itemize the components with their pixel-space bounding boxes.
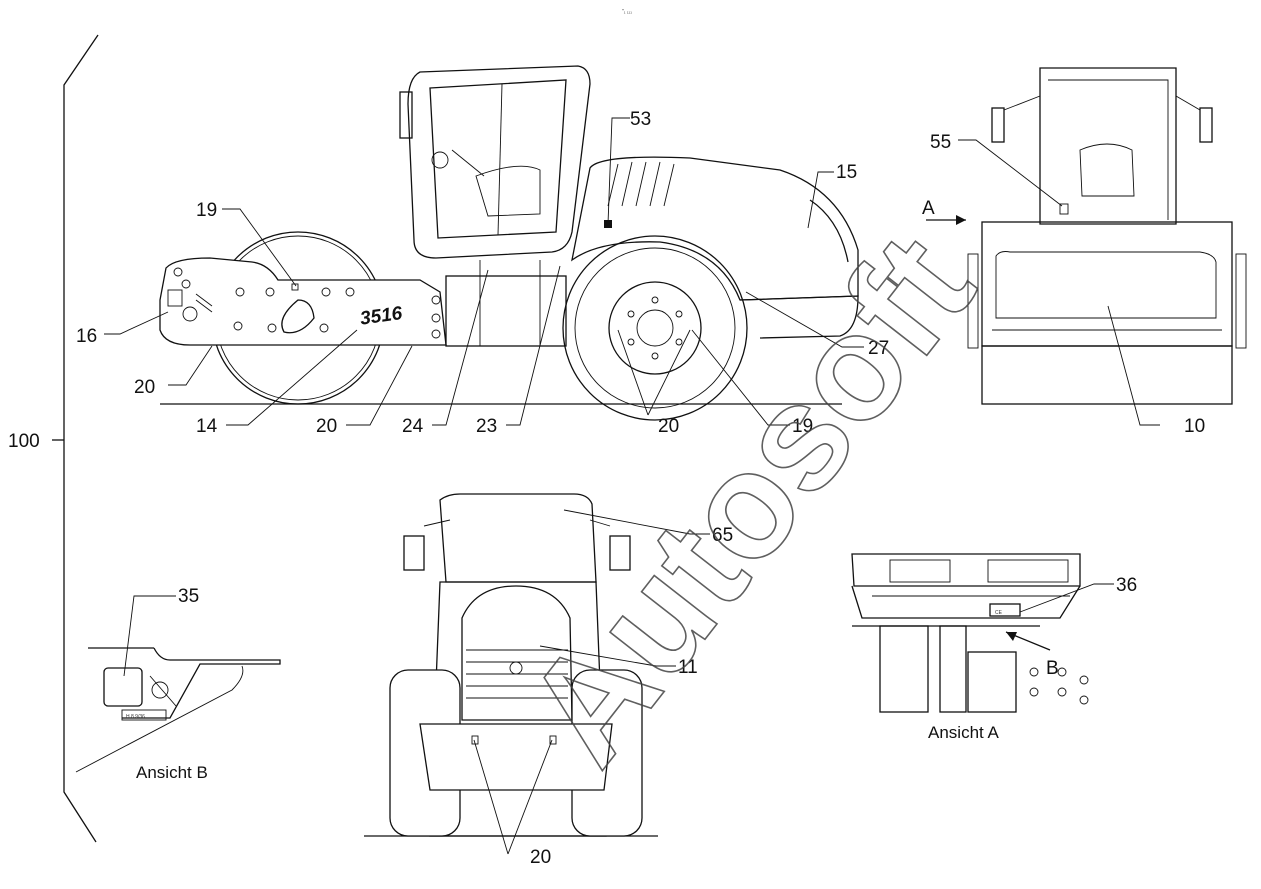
view-a-caption: Ansicht A xyxy=(928,723,1000,742)
side-view: 3516 xyxy=(159,65,859,421)
callout-10: 10 xyxy=(1184,416,1205,437)
callout-35: 35 xyxy=(178,586,199,607)
side-decal-16 xyxy=(167,289,213,313)
side-view-leaders xyxy=(104,117,864,426)
view-a-ce-decal: CE xyxy=(995,610,1003,616)
view-b-plate-text: H 8 9/36 xyxy=(126,714,145,720)
view-arrow-a: A xyxy=(922,198,935,219)
callout-55: 55 xyxy=(930,132,951,153)
callout-14: 14 xyxy=(196,416,218,437)
callout-20-frame: 20 xyxy=(316,416,337,437)
view-a-detail: CE B xyxy=(851,553,1114,713)
rear-view xyxy=(364,493,710,855)
view-b-detail: H 8 9/36 xyxy=(75,595,281,773)
assembly-label: 100 xyxy=(8,431,40,452)
callout-19-wheel: 19 xyxy=(792,416,813,437)
view-b-caption: Ansicht B xyxy=(136,763,208,782)
callout-27: 27 xyxy=(868,338,889,359)
view-arrow-b: B xyxy=(1046,658,1059,679)
callout-20-rear: 20 xyxy=(530,847,551,868)
callout-36: 36 xyxy=(1116,575,1137,596)
callout-24: 24 xyxy=(402,416,424,437)
assembly-bracket: 100 xyxy=(8,34,99,843)
callout-15: 15 xyxy=(836,162,857,183)
callout-65: 65 xyxy=(712,525,733,546)
callout-16: 16 xyxy=(76,326,97,347)
callout-11: 11 xyxy=(678,657,698,678)
callout-19-upper: 19 xyxy=(196,200,217,221)
top-mark: "₁ ₁₁₁ xyxy=(622,9,632,15)
callout-53: 53 xyxy=(630,109,651,130)
callout-23: 23 xyxy=(476,416,497,437)
callout-20-drum: 20 xyxy=(134,377,155,398)
callout-20-wheel: 20 xyxy=(658,416,679,437)
front-view: A xyxy=(922,67,1247,426)
